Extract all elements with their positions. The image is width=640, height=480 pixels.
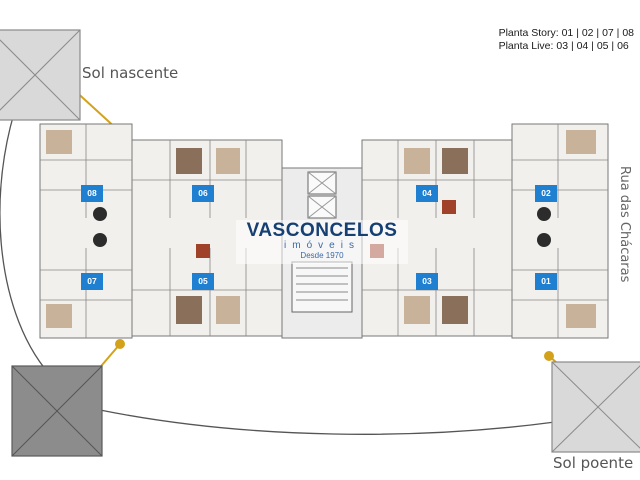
logo-sub: imóveis (284, 240, 360, 251)
neighbour-building-bottom-right (551, 361, 640, 453)
neighbour-building-top-left (0, 29, 81, 121)
unit-badge-07[interactable]: 07 (81, 273, 103, 290)
unit-badge-06[interactable]: 06 (192, 185, 214, 202)
round-fixtures (93, 207, 551, 247)
unit-badge-01[interactable]: 01 (535, 273, 557, 290)
unit-badge-02[interactable]: 02 (535, 185, 557, 202)
elevator-core (307, 171, 337, 219)
logo-year: Desde 1970 (300, 251, 344, 260)
street-label: Rua das Chácaras (617, 166, 632, 283)
sun-set-label: Sol poente (553, 454, 634, 472)
logo-name: VASCONCELOS (246, 220, 398, 241)
sun-rise-label: Sol nascente (82, 64, 179, 82)
unit-badge-04[interactable]: 04 (416, 185, 438, 202)
unit-badge-05[interactable]: 05 (192, 273, 214, 290)
legend-story: Planta Story: 01 | 02 | 07 | 08 (498, 27, 634, 39)
stairwell (291, 261, 353, 313)
unit-badge-03[interactable]: 03 (416, 273, 438, 290)
neighbour-building-bottom-left (11, 365, 103, 457)
unit-badge-08[interactable]: 08 (81, 185, 103, 202)
legend-live: Planta Live: 03 | 04 | 05 | 06 (498, 40, 629, 52)
plan-legend: Planta Story: 01 | 02 | 07 | 08 Planta L… (499, 27, 634, 53)
brand-logo: VASCONCELOS imóveis Desde 1970 (236, 220, 408, 264)
sun-path-arc-bottom (99, 409, 556, 435)
